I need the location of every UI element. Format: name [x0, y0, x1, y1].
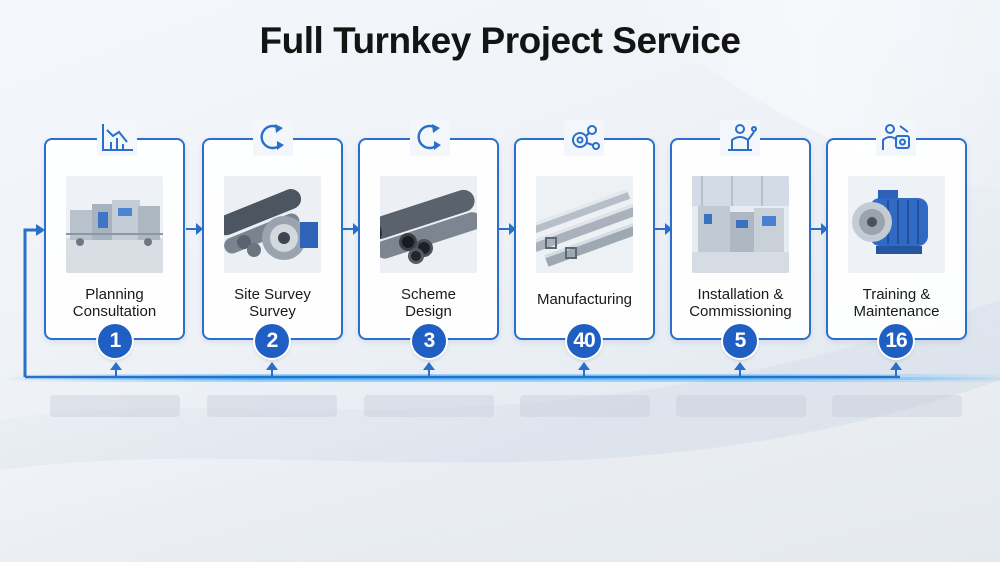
step-label: Installation & Commissioning: [689, 286, 792, 320]
step-label: Training & Maintenance: [853, 286, 940, 320]
aluminum-profiles-photo: [536, 176, 633, 273]
arrow-1-2: [186, 223, 203, 235]
step-card-scheme-design: Scheme Design: [358, 138, 499, 340]
factory-line-photo: [692, 176, 789, 273]
step-card-site-survey: Site Survey Survey: [202, 138, 343, 340]
page-title: Full Turnkey Project Service: [259, 20, 741, 61]
up-arrow-2: [266, 362, 278, 376]
up-arrow-6: [890, 362, 902, 376]
training-icon: [876, 120, 916, 156]
cycle-arrow-icon: [253, 120, 293, 156]
gear-network-icon: [564, 120, 604, 156]
step-number-badge: 40: [567, 324, 601, 358]
step-label: Manufacturing: [536, 291, 633, 308]
step-number-badge: 2: [255, 324, 289, 358]
step-label: Site Survey Survey: [234, 286, 311, 320]
step-number-badge: 5: [723, 324, 757, 358]
step-number-badge: 1: [98, 324, 132, 358]
up-arrow-3: [423, 362, 435, 376]
step-card-installation: Installation & Commissioning: [670, 138, 811, 340]
machinery-photo: [66, 176, 163, 273]
step-card-planning: Planning Consultation: [44, 138, 185, 340]
step-label: Scheme Design: [400, 286, 457, 320]
pipes-gear-photo: [224, 176, 321, 273]
step-number-badge: 16: [879, 324, 913, 358]
chart-icon: [97, 120, 137, 156]
step-number-badge: 3: [412, 324, 446, 358]
step-card-manufacturing: Manufacturing: [514, 138, 655, 340]
loop-line: [23, 228, 38, 377]
pipes-photo: [380, 176, 477, 273]
glow-line: [0, 374, 1000, 382]
up-arrow-5: [734, 362, 746, 376]
step-card-training: Training & Maintenance: [826, 138, 967, 340]
step-label: Planning Consultation: [72, 286, 157, 320]
worker-icon: [720, 120, 760, 156]
cycle-arrow-icon: [410, 120, 450, 156]
up-arrow-4: [578, 362, 590, 376]
up-arrow-1: [110, 362, 122, 376]
electric-motor-photo: [848, 176, 945, 273]
